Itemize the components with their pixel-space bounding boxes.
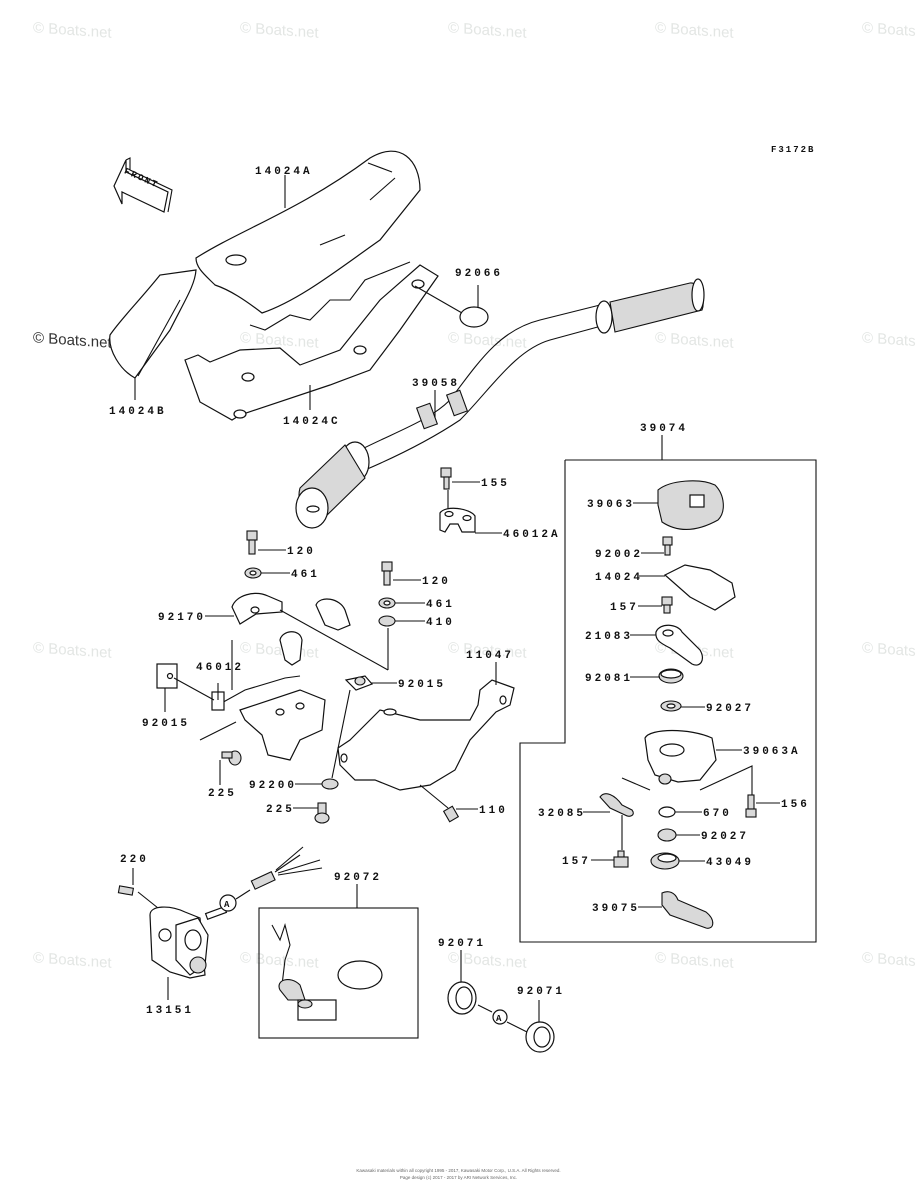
part-label: 92027 xyxy=(701,831,749,843)
figure-code: F3172B xyxy=(771,145,815,155)
part-label: 21083 xyxy=(585,631,633,643)
part-label: 670 xyxy=(703,808,732,820)
lever-part xyxy=(630,624,704,666)
part-label: 92066 xyxy=(455,268,503,280)
collar-part xyxy=(295,778,339,790)
part-label: 461 xyxy=(426,599,455,611)
cable-plate-part xyxy=(583,793,634,850)
seal-part xyxy=(650,852,705,870)
lanyard-part xyxy=(271,923,383,1021)
connector-a-icon: A xyxy=(219,894,237,912)
case-part xyxy=(621,729,753,795)
washer-part xyxy=(660,700,705,712)
throttle-assy-box xyxy=(519,459,817,943)
part-label: 157 xyxy=(562,856,591,868)
part-label: 92002 xyxy=(595,549,643,561)
part-label: 46012A xyxy=(503,529,561,541)
part-label: 155 xyxy=(481,478,510,490)
part-label: 92071 xyxy=(438,938,486,950)
part-label: 92170 xyxy=(158,612,206,624)
holder-upper-part xyxy=(439,507,502,534)
part-label: 46012 xyxy=(196,662,244,674)
part-label: 110 xyxy=(479,805,508,817)
part-label: 461 xyxy=(291,569,320,581)
part-label: 11047 xyxy=(466,650,514,662)
part-label: 39058 xyxy=(412,378,460,390)
clamp-part xyxy=(205,592,283,625)
washer-part xyxy=(378,597,425,609)
copyright-line-2: Page design (c) 2017 - 2017 by ARI Netwo… xyxy=(399,1175,518,1180)
part-label: 92072 xyxy=(334,872,382,884)
part-label: 156 xyxy=(781,799,810,811)
lever-39075-part xyxy=(638,891,714,929)
part-label: 220 xyxy=(120,854,149,866)
part-label: 410 xyxy=(426,617,455,629)
switch-part xyxy=(149,905,228,1000)
part-label: 39063A xyxy=(743,746,801,758)
wire-harness-part xyxy=(235,846,323,900)
bolt-part xyxy=(591,850,629,868)
part-label: 225 xyxy=(208,788,237,800)
screw-part xyxy=(117,868,159,909)
o-ring-part xyxy=(658,806,702,818)
part-label: 92071 xyxy=(517,986,565,998)
screw-part xyxy=(641,536,673,556)
washer-part xyxy=(657,828,700,842)
holder-part xyxy=(211,598,351,761)
bolt-part xyxy=(293,802,330,824)
seat-top-part xyxy=(195,150,421,314)
connector-label: A xyxy=(224,900,231,910)
bolt-part xyxy=(745,794,780,818)
seal-part xyxy=(447,950,477,1015)
nut-part xyxy=(156,663,215,712)
part-label: 92081 xyxy=(585,673,633,685)
part-label: 92015 xyxy=(142,718,190,730)
connector-label: A xyxy=(496,1014,503,1024)
part-label: 39075 xyxy=(592,903,640,915)
plug-part xyxy=(414,285,489,328)
part-label: 225 xyxy=(266,804,295,816)
washer-part xyxy=(244,567,290,579)
part-label: 157 xyxy=(610,602,639,614)
lanyard-box xyxy=(258,907,419,1039)
part-label: 120 xyxy=(287,546,316,558)
bolt-part xyxy=(440,467,480,512)
part-label: 13151 xyxy=(146,1005,194,1017)
part-label: 14024 xyxy=(595,572,643,584)
part-label: 14024A xyxy=(255,166,313,178)
bolt-part xyxy=(199,721,242,785)
connector-a-icon: A xyxy=(477,1004,528,1033)
bracket-part xyxy=(337,662,515,791)
part-label: 43049 xyxy=(706,857,754,869)
handlebar-part xyxy=(295,278,705,529)
bolt-part xyxy=(381,561,421,586)
copyright-line-1: Kawasaki materials within all copyright … xyxy=(356,1168,561,1173)
nut-part xyxy=(331,675,397,779)
part-label: 32085 xyxy=(538,808,586,820)
bolt-part xyxy=(419,784,478,823)
seat-bottom-part xyxy=(184,261,439,421)
part-label: 14024B xyxy=(109,406,167,418)
seal-part xyxy=(525,1000,555,1053)
front-arrow-icon: FRONT xyxy=(113,157,173,213)
part-label: 39063 xyxy=(587,499,635,511)
spring-part xyxy=(630,668,684,684)
part-label: 120 xyxy=(422,576,451,588)
bolt-part xyxy=(638,596,673,614)
part-label: 39074 xyxy=(640,423,688,435)
part-label: 14024C xyxy=(283,416,341,428)
part-label: 92200 xyxy=(249,780,297,792)
bolt-part xyxy=(246,530,286,555)
part-label: 92015 xyxy=(398,679,446,691)
part-label: 92027 xyxy=(706,703,754,715)
case-cover-part xyxy=(633,480,724,530)
seat-left-part xyxy=(109,269,197,379)
washer-part xyxy=(279,609,425,671)
gasket-part xyxy=(639,564,736,611)
